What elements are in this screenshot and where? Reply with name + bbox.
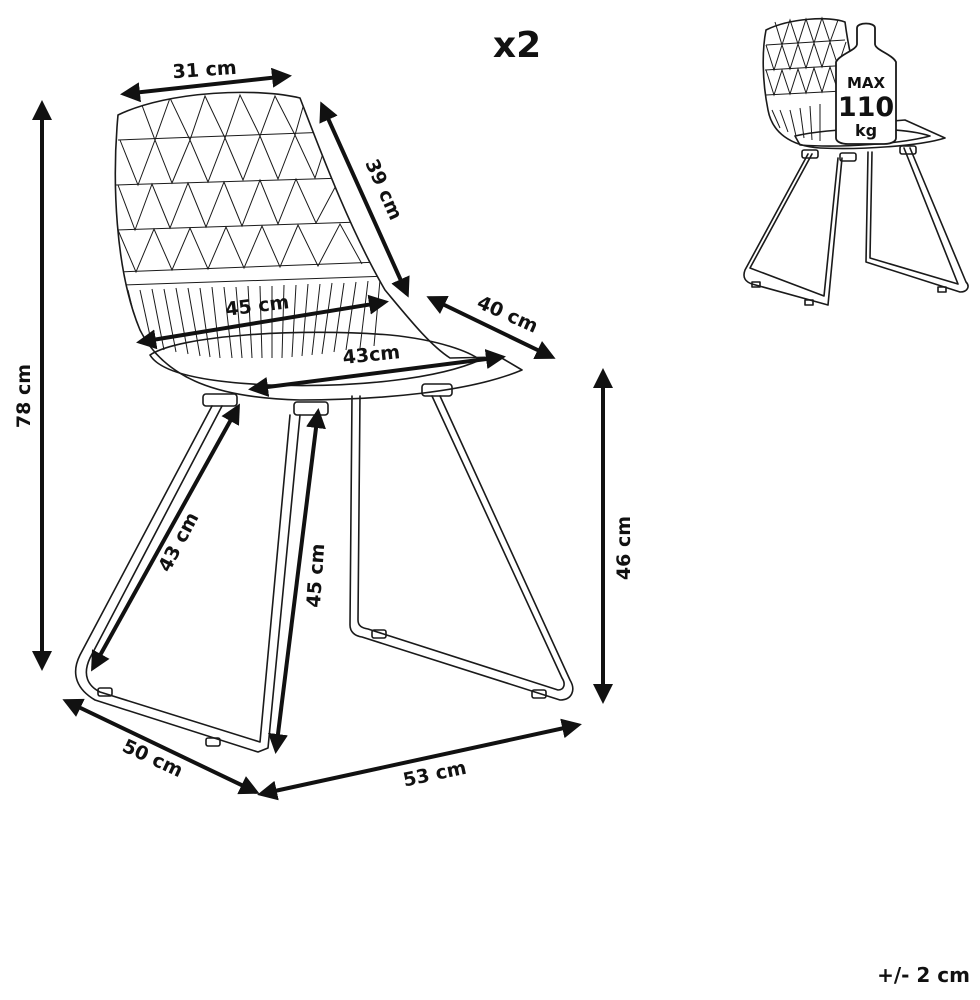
dimension-labels: 31 cm 39 cm 45 cm 40 cm 43cm 78 cm 43 cm… — [13, 57, 635, 792]
tolerance-note: +/- 2 cm — [877, 963, 970, 987]
capacity-value: 110 — [838, 92, 894, 123]
arrow-base-depth — [62, 698, 260, 795]
arrow-seat-depth — [426, 295, 556, 360]
quantity-label: x2 — [493, 25, 541, 66]
arrow-leg-front — [91, 403, 240, 672]
dimension-arrows — [32, 67, 613, 801]
label-leg-side: 45 cm — [303, 543, 329, 609]
label-total-height: 78 cm — [13, 364, 35, 428]
capacity-max-label: MAX — [847, 74, 886, 92]
main-chair-drawing — [74, 91, 574, 753]
label-seat-depth: 40 cm — [474, 291, 542, 337]
capacity-unit: kg — [855, 121, 877, 140]
arrow-base-width — [257, 718, 582, 801]
arrow-seat-width-front — [248, 349, 506, 397]
weight-icon: MAX 110 kg — [835, 22, 897, 145]
arrow-back-width — [120, 67, 292, 103]
arrow-seat-width-back — [136, 294, 389, 350]
arrow-leg-side — [268, 408, 326, 754]
chair-shell-outline — [114, 91, 523, 401]
label-seat-height: 46 cm — [613, 516, 635, 580]
label-seat-width-front: 43cm — [342, 341, 402, 369]
arrow-back-height — [319, 101, 410, 298]
seat-inner-outline — [149, 331, 481, 387]
label-seat-width-back: 45 cm — [224, 291, 290, 321]
label-back-height: 39 cm — [360, 156, 406, 224]
label-back-width: 31 cm — [172, 57, 238, 83]
